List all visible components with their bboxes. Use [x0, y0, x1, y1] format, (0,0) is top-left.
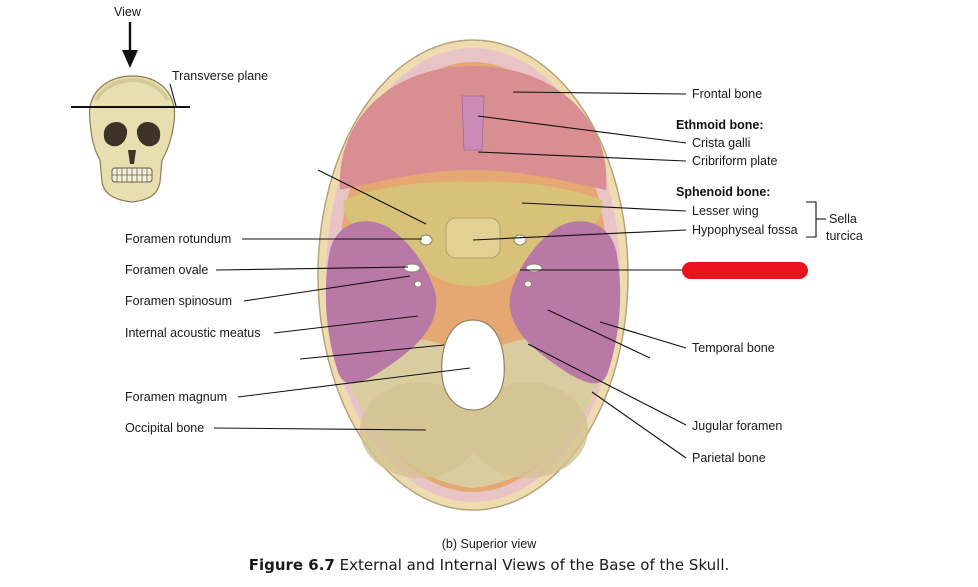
label-sella: Sella — [829, 212, 857, 226]
right-labels: Frontal bone Ethmoid bone: Crista galli … — [676, 87, 863, 465]
inset-orbit-right — [136, 121, 161, 147]
label-hypophyseal-fossa: Hypophyseal fossa — [692, 223, 798, 237]
view-caption: (b) Superior view — [441, 537, 537, 551]
label-lesser-wing: Lesser wing — [692, 204, 759, 218]
label-foramen-magnum: Foramen magnum — [125, 390, 227, 404]
inset-orbit-left — [103, 121, 128, 147]
label-temporal-bone: Temporal bone — [692, 341, 775, 355]
label-jugular-foramen: Jugular foramen — [692, 419, 782, 433]
label-sphenoid-heading: Sphenoid bone: — [676, 185, 770, 199]
label-turcica: turcica — [826, 229, 863, 243]
label-parietal-bone: Parietal bone — [692, 451, 766, 465]
view-arrow-head-icon — [122, 50, 138, 68]
label-ethmoid-heading: Ethmoid bone: — [676, 118, 764, 132]
inset-cranium — [88, 75, 176, 203]
temporal-bone-left — [325, 221, 437, 384]
view-label: View — [114, 5, 142, 19]
label-cribriform-plate: Cribriform plate — [692, 154, 777, 168]
label-frontal-bone: Frontal bone — [692, 87, 762, 101]
redaction-bar — [682, 262, 808, 279]
label-foramen-spinosum: Foramen spinosum — [125, 294, 232, 308]
left-labels: Foramen rotundum Foramen ovale Foramen s… — [125, 232, 261, 435]
inset-nasal-cavity — [128, 150, 136, 164]
figure-number: Figure 6.7 — [248, 556, 335, 574]
figure-title: External and Internal Views of the Base … — [339, 556, 730, 574]
temporal-bone-right — [509, 221, 621, 384]
cranial-base-illustration — [317, 39, 629, 511]
inset-skull-figure: View Transverse plane — [71, 5, 268, 203]
label-internal-acoustic-meatus: Internal acoustic meatus — [125, 326, 261, 340]
label-occipital-bone: Occipital bone — [125, 421, 204, 435]
leader-lines — [213, 91, 826, 459]
hypophyseal-fossa-shape — [445, 217, 501, 259]
figure-caption: Figure 6.7 External and Internal Views o… — [0, 556, 978, 574]
foramen-magnum-opening — [441, 319, 505, 411]
label-foramen-ovale: Foramen ovale — [125, 263, 208, 277]
label-crista-galli: Crista galli — [692, 136, 750, 150]
label-foramen-rotundum: Foramen rotundum — [125, 232, 231, 246]
crista-galli-shape — [461, 95, 485, 151]
transverse-plane-label: Transverse plane — [172, 69, 268, 83]
